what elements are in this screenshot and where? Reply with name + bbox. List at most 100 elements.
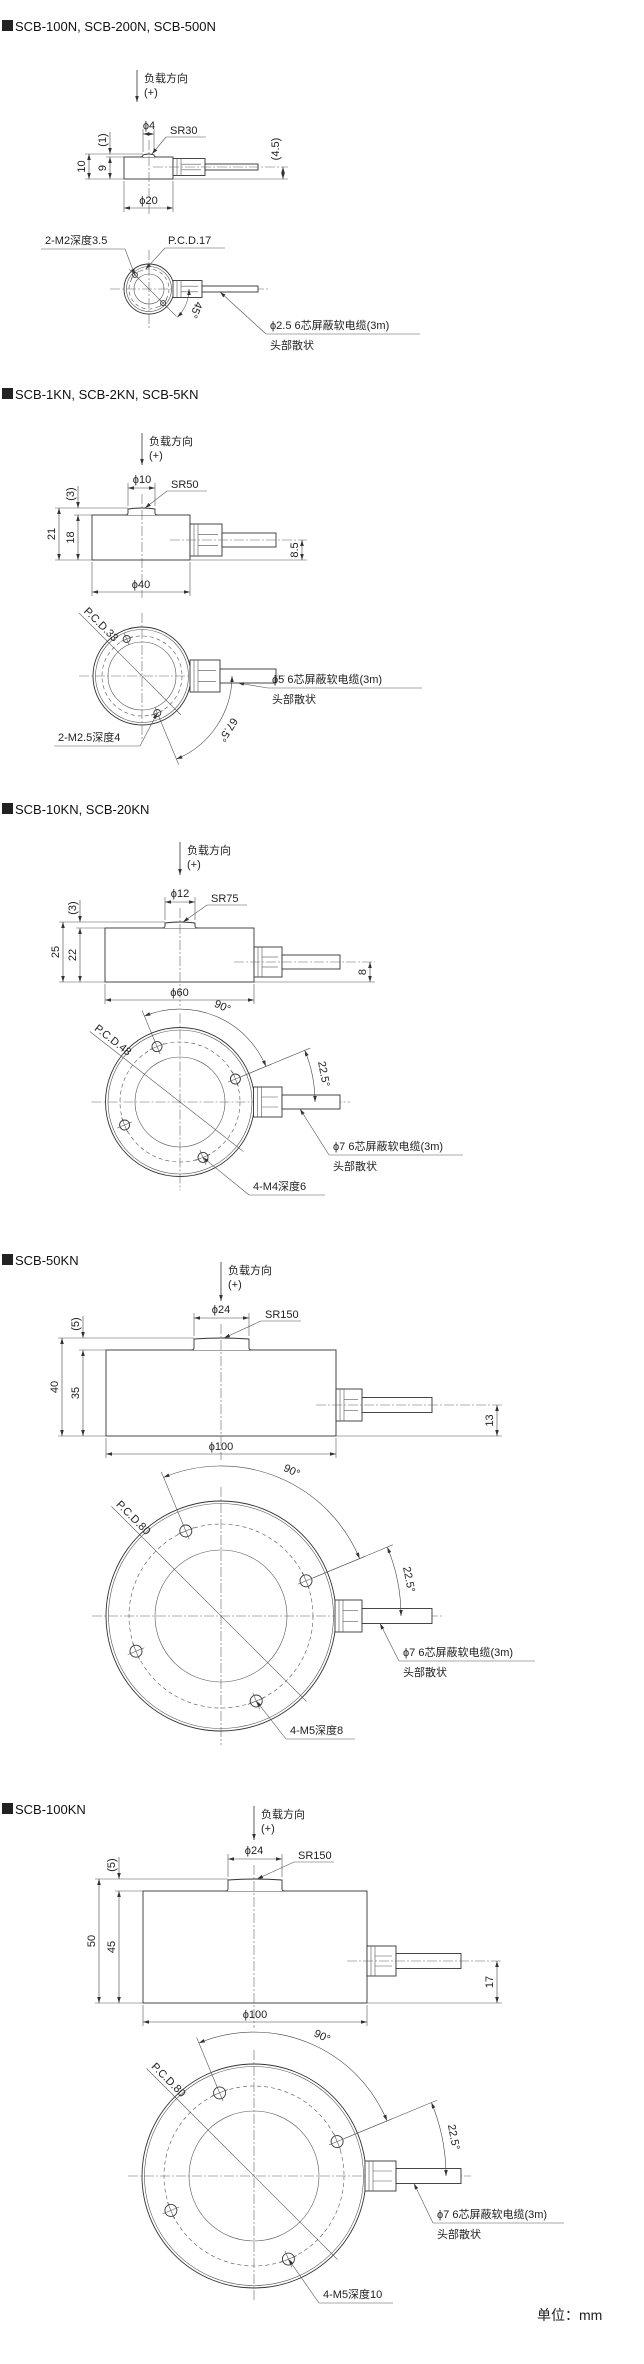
boss-diameter-label: ϕ24 [212, 1304, 230, 1316]
sphere-radius-label: SR150 [265, 1309, 299, 1321]
cable-callout-leader [299, 1108, 330, 1156]
body-diameter-label: ϕ100 [209, 1441, 234, 1453]
load-direction-label: 负载方向 [187, 843, 231, 857]
pcd-label: P.C.D.80 [149, 2061, 188, 2100]
top-view-connector [364, 2160, 397, 2192]
hole-callout-leader [255, 1700, 287, 1740]
body-diameter-label: ϕ60 [170, 987, 188, 999]
angle-dimension-arc [144, 1008, 267, 1067]
side-view-load-button [124, 507, 159, 516]
cable-spec-label: ϕ7 6芯屏蔽软电缆(3m) [403, 1645, 513, 1659]
cable-callout-leader [413, 2183, 434, 2224]
body-height-label: 22 [67, 949, 79, 961]
top-offset-label: (5) [70, 1317, 82, 1330]
section-bullet-icon [2, 1803, 13, 1814]
cable-height-label: 17 [484, 1976, 496, 1988]
body-height-label: 45 [106, 1941, 118, 1953]
hole-callout-leader [124, 248, 136, 275]
section-title: SCB-100N, SCB-200N, SCB-500N [15, 19, 216, 34]
pcd-leader [78, 612, 182, 716]
body-diameter-label: ϕ40 [132, 579, 150, 591]
cable-spec-label: ϕ7 6芯屏蔽软电缆(3m) [437, 2207, 547, 2221]
cable-spec-label: ϕ2.5 6芯屏蔽软电缆(3m) [270, 318, 389, 332]
hole-callout-label: 4-M4深度6 [253, 1179, 306, 1193]
unit-label: 单位：mm [537, 2307, 602, 2323]
sphere-radius-leader [151, 136, 167, 155]
cable-spec-label: ϕ5 6芯屏蔽软电缆(3m) [272, 672, 382, 686]
total-height-label: 25 [50, 946, 62, 958]
hole-center-mark [232, 1071, 239, 1087]
pcd-label: P.C.D.80 [113, 1499, 152, 1538]
section-title: SCB-100KN [15, 1802, 86, 1817]
angle-extension-line [344, 2099, 438, 2139]
cable-spec-label: ϕ7 6芯屏蔽软电缆(3m) [333, 1139, 443, 1153]
load-sign-label: (+) [187, 859, 201, 871]
section-bullet-icon [2, 1254, 13, 1265]
angle-label: 22.5° [315, 1060, 332, 1088]
pcd-leader [89, 1031, 244, 1152]
body-height-label: 9 [97, 165, 109, 171]
top-view-cable [219, 668, 277, 684]
side-view-body [104, 927, 255, 983]
hole-callout-label: 4-M5深度10 [323, 2287, 382, 2301]
hole-callout-label: 2-M2.5深度4 [58, 730, 120, 744]
section-title: SCB-1KN, SCB-2KN, SCB-5KN [15, 387, 199, 402]
cable-callout-leader [237, 682, 269, 689]
angle-extension-line [241, 1047, 311, 1077]
angle-label: 67.5° [216, 715, 240, 743]
angle-dimension-arc [198, 2031, 388, 2122]
sphere-radius-leader [223, 1320, 262, 1339]
total-height-label: 40 [49, 1381, 61, 1393]
cable-height-label: 8 [357, 969, 369, 975]
section-title: SCB-10KN, SCB-20KN [15, 802, 149, 817]
angle-dimension-arc [387, 1546, 403, 1617]
load-direction-label: 负载方向 [149, 434, 193, 448]
sphere-radius-leader [256, 1861, 295, 1880]
sphere-radius-leader [144, 490, 168, 509]
pcd-leader [146, 2068, 338, 2260]
top-view-connector [334, 1599, 363, 1633]
body-diameter-label: ϕ100 [243, 2009, 268, 2021]
cable-end-label: 头部散状 [270, 338, 314, 352]
hole-center-mark [132, 1642, 140, 1660]
section-title: SCB-50KN [15, 1253, 79, 1268]
sphere-radius-label: SR150 [298, 1850, 332, 1862]
angle-dimension-arc [163, 1465, 360, 1559]
load-sign-label: (+) [149, 450, 163, 462]
angle-label: 22.5° [400, 1566, 417, 1594]
angle-label: 45° [187, 300, 205, 320]
angle-extension-line [159, 717, 180, 765]
top-view-connector [189, 659, 221, 693]
section-bullet-icon [2, 20, 13, 31]
top-view-cable [361, 1608, 433, 1624]
angle-extension-line [313, 1544, 393, 1579]
side-view-body [91, 514, 191, 561]
side-view-body [142, 1890, 368, 2004]
angle-extension-line [196, 2037, 217, 2086]
sphere-radius-label: SR30 [170, 125, 198, 137]
side-view-load-button [139, 153, 158, 158]
top-offset-label: (3) [67, 901, 79, 914]
angle-label: 22.5° [445, 2123, 462, 2151]
top-view-cable [281, 1094, 341, 1110]
total-height-label: 21 [46, 528, 58, 540]
cable-height-label: 13 [484, 1414, 496, 1426]
body-height-label: 18 [65, 531, 77, 543]
cable-height-label: 8.5 [289, 542, 301, 557]
total-height-label: 50 [86, 1935, 98, 1947]
pcd-leader [145, 247, 166, 270]
load-direction-label: 负载方向 [228, 1263, 272, 1277]
top-view-connector [172, 280, 203, 298]
load-direction-label: 负载方向 [261, 1807, 305, 1821]
angle-dimension-arc [431, 2102, 448, 2177]
hole-center-mark [167, 2202, 175, 2219]
body-height-label: 35 [70, 1387, 82, 1399]
boss-diameter-label: ϕ10 [133, 474, 151, 486]
cable-end-label: 头部散状 [437, 2227, 481, 2241]
cable-callout-leader [219, 291, 267, 335]
side-view-load-button [224, 1878, 286, 1892]
top-view-cable [395, 2168, 462, 2184]
pcd-label: P.C.D.48 [92, 1023, 133, 1059]
pcd-label: P.C.D.33 [81, 605, 120, 644]
